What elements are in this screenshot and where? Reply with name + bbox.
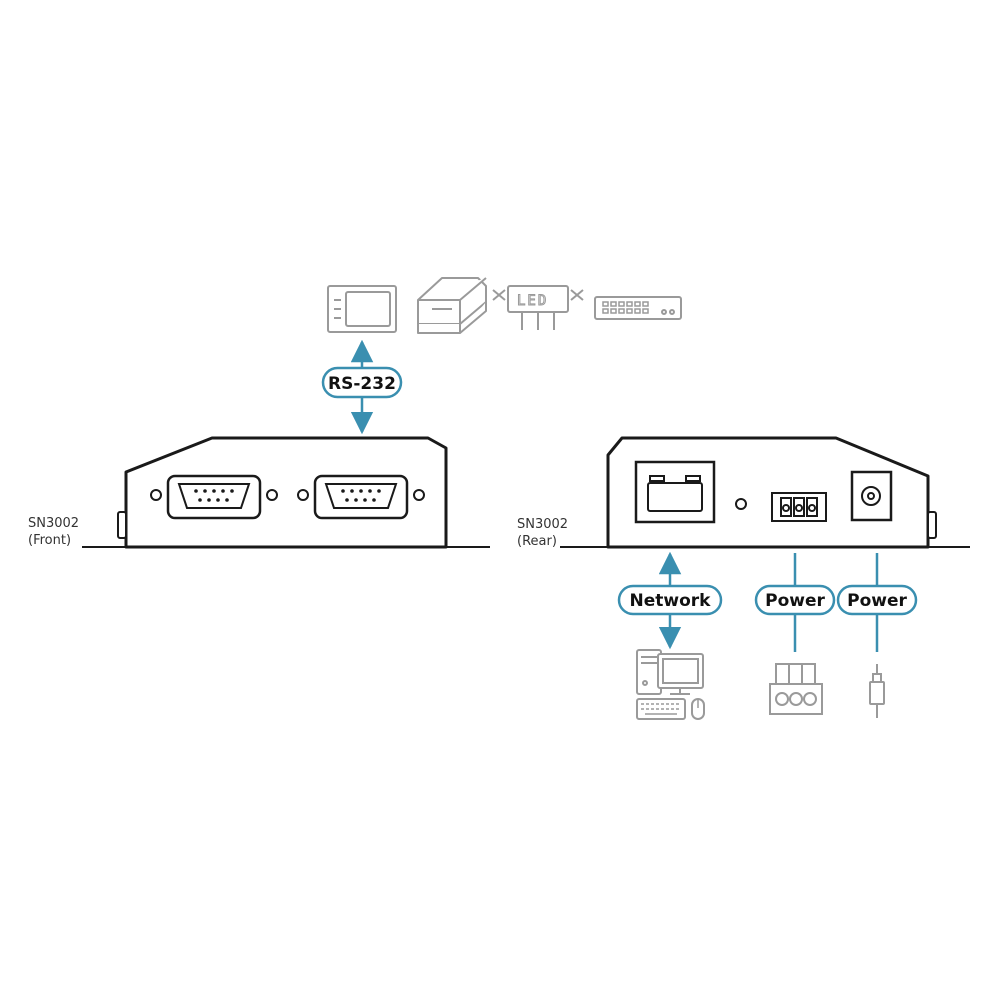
- serial-port-2: [297, 474, 425, 520]
- power-terminal-label-pill: Power: [754, 584, 836, 616]
- touch-panel-icon: [327, 285, 397, 333]
- dc-jack-plug-icon: [869, 664, 885, 718]
- front-label-model: SN3002: [28, 516, 79, 531]
- network-label: Network: [630, 591, 712, 611]
- led-sign-text: LED: [517, 293, 548, 309]
- terminal-block-socket: [771, 492, 827, 522]
- serial-port-1: [150, 474, 278, 520]
- status-led: [735, 498, 747, 510]
- dc-power-jack: [850, 470, 893, 522]
- rs232-label-pill: RS-232: [321, 366, 403, 399]
- front-device: [117, 436, 448, 549]
- rear-label-side: (Rear): [517, 534, 557, 549]
- projector-icon: [417, 277, 487, 334]
- rear-device: [606, 436, 937, 549]
- switcher-icon: [594, 296, 682, 320]
- led-sign-icon: [492, 285, 584, 330]
- front-label-side: (Front): [28, 533, 71, 548]
- power-terminal-label: Power: [765, 591, 825, 611]
- computer-icon: [636, 649, 705, 720]
- terminal-block-plug-icon: [769, 663, 823, 715]
- power-dc-label-pill: Power: [836, 584, 918, 616]
- network-label-pill: Network: [617, 584, 723, 616]
- rs232-label: RS-232: [328, 374, 396, 394]
- ethernet-port: [634, 460, 716, 524]
- power-dc-label: Power: [847, 591, 907, 611]
- rear-label-model: SN3002: [517, 517, 568, 532]
